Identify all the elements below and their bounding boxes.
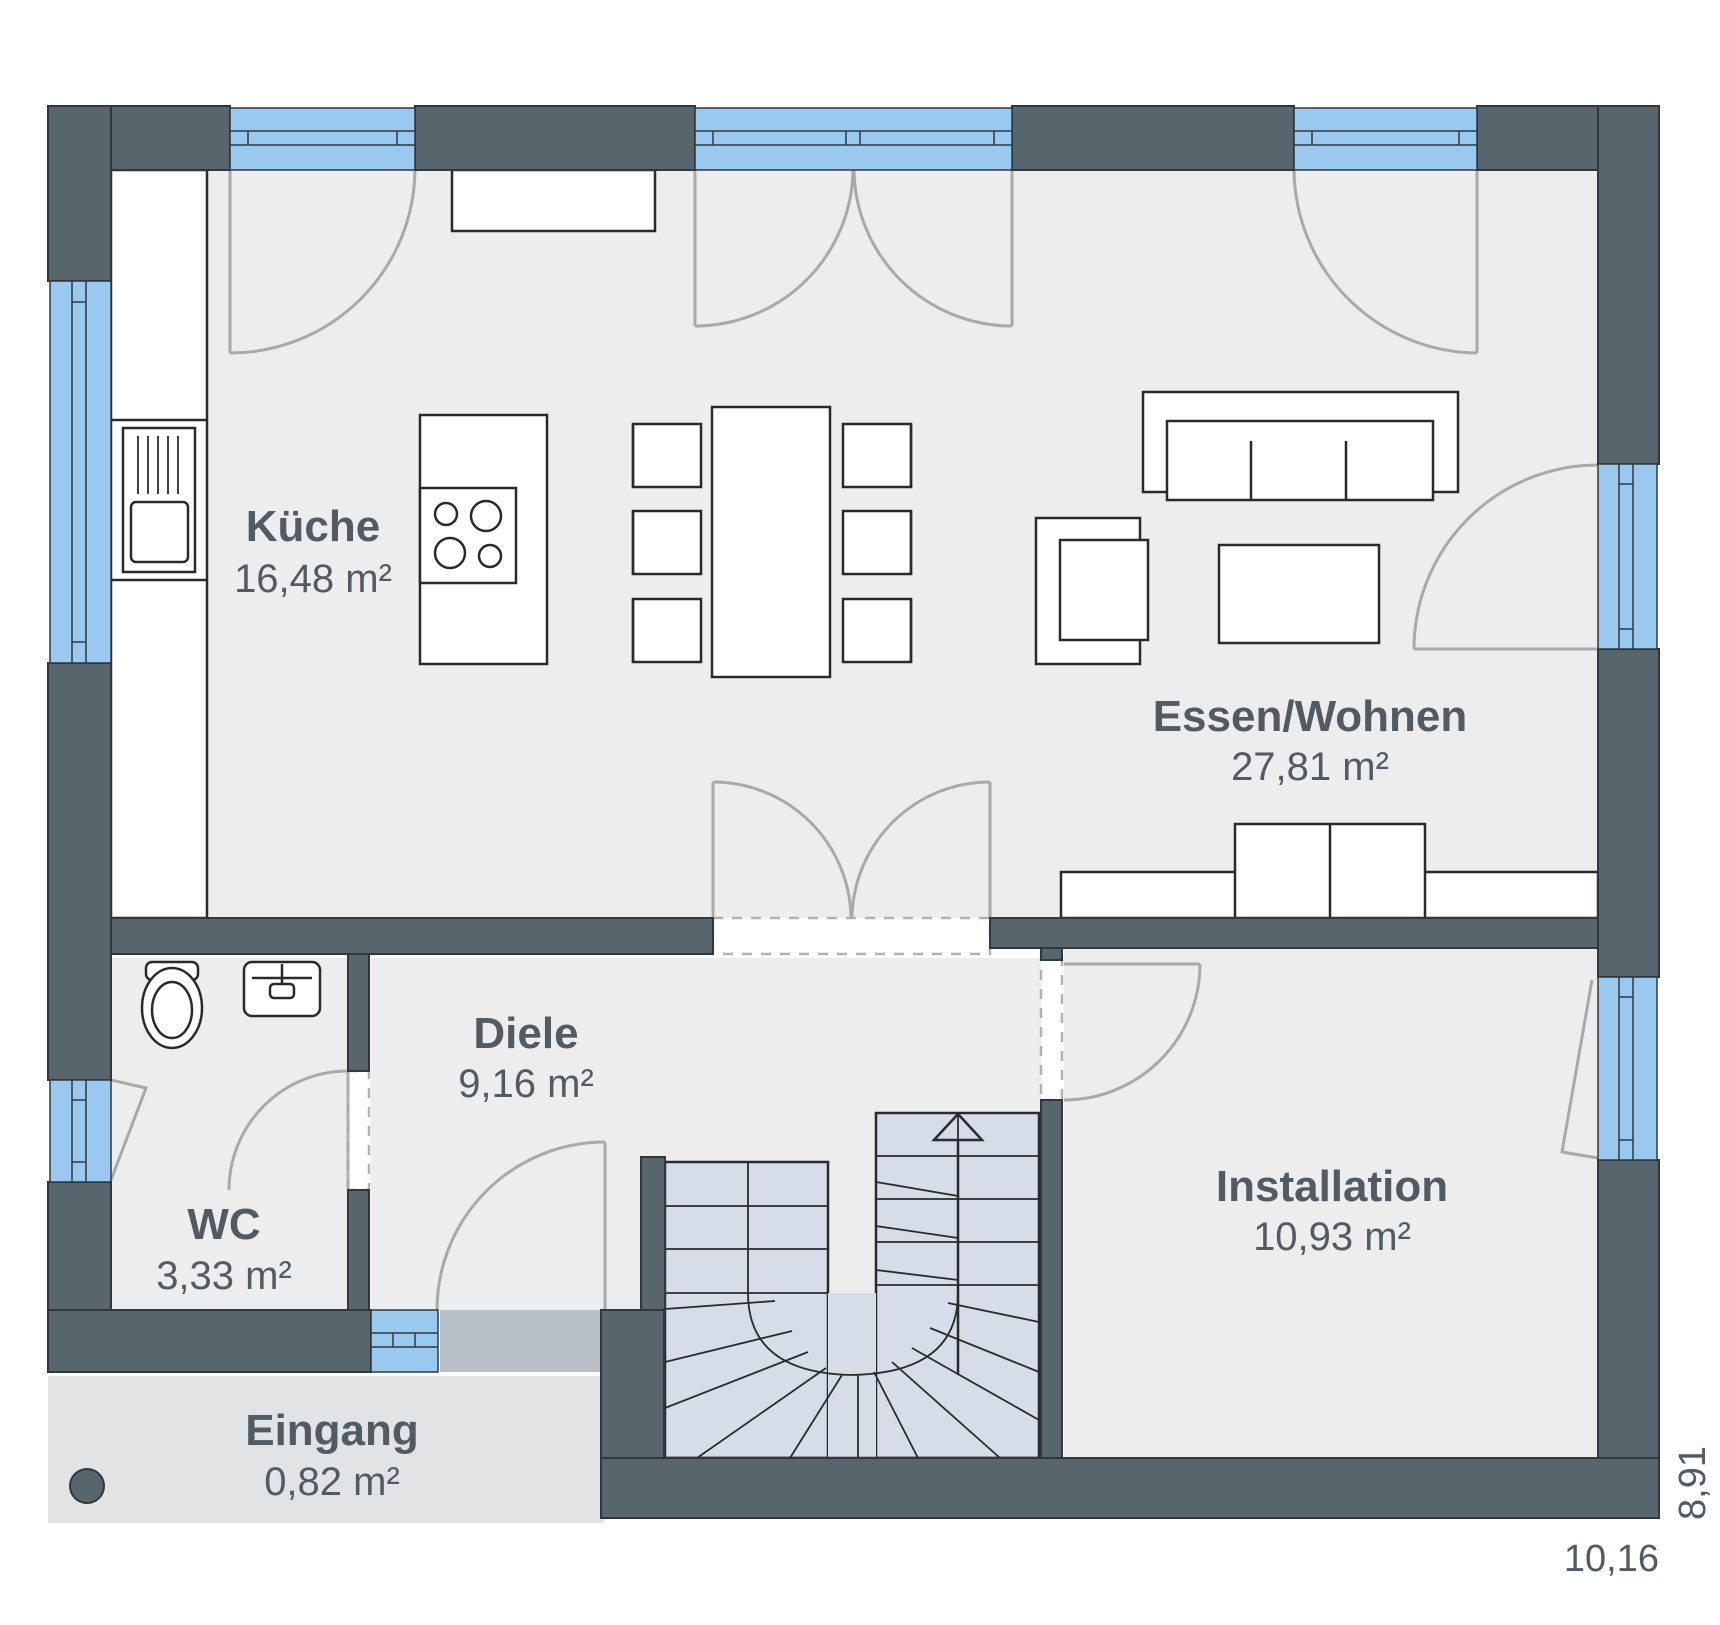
room-name-installation: Installation xyxy=(1216,1162,1448,1211)
window-top-1 xyxy=(229,107,416,171)
entrance-area xyxy=(48,1376,604,1523)
room-area-diele: 9,16 m² xyxy=(458,1062,594,1106)
window-top-3 xyxy=(1293,107,1478,171)
dining-set xyxy=(631,405,913,679)
washbasin-icon xyxy=(242,960,322,1018)
coffee-table xyxy=(1217,543,1381,645)
windows xyxy=(49,107,1658,1373)
room-area-essen-wohnen: 27,81 m² xyxy=(1231,745,1389,789)
room-name-diele: Diele xyxy=(473,1009,578,1058)
sofa xyxy=(1141,390,1460,502)
room-name-kueche: Küche xyxy=(246,502,380,551)
window-right-2 xyxy=(1597,976,1658,1161)
room-area-kueche: 16,48 m² xyxy=(234,557,392,601)
window-top-2 xyxy=(694,107,1013,171)
sink-icon xyxy=(121,426,197,574)
door-swings xyxy=(109,169,1599,1311)
upper-cabinet xyxy=(450,168,657,233)
room-name-wc: WC xyxy=(187,1200,260,1249)
floors xyxy=(111,170,1598,1458)
window-right-1 xyxy=(1597,463,1658,650)
room-name-eingang: Eingang xyxy=(245,1406,419,1455)
room-area-wc: 3,33 m² xyxy=(156,1254,292,1298)
cooktop-icon xyxy=(418,486,518,585)
toilet-icon xyxy=(140,960,204,1050)
dimension-depth: 8,91 xyxy=(1672,1446,1714,1520)
window-left-1 xyxy=(49,280,112,664)
entrance-light-icon xyxy=(69,1468,105,1504)
dimension-width: 10,16 xyxy=(1564,1538,1659,1580)
room-area-installation: 10,93 m² xyxy=(1253,1215,1411,1259)
room-area-eingang: 0,82 m² xyxy=(264,1460,400,1504)
window-entrance xyxy=(370,1309,439,1373)
room-name-essen-wohnen: Essen/Wohnen xyxy=(1153,692,1468,741)
armchair xyxy=(1034,516,1150,666)
sideboard xyxy=(1059,822,1600,920)
window-left-2 xyxy=(49,1079,112,1183)
staircase xyxy=(663,1111,1041,1460)
